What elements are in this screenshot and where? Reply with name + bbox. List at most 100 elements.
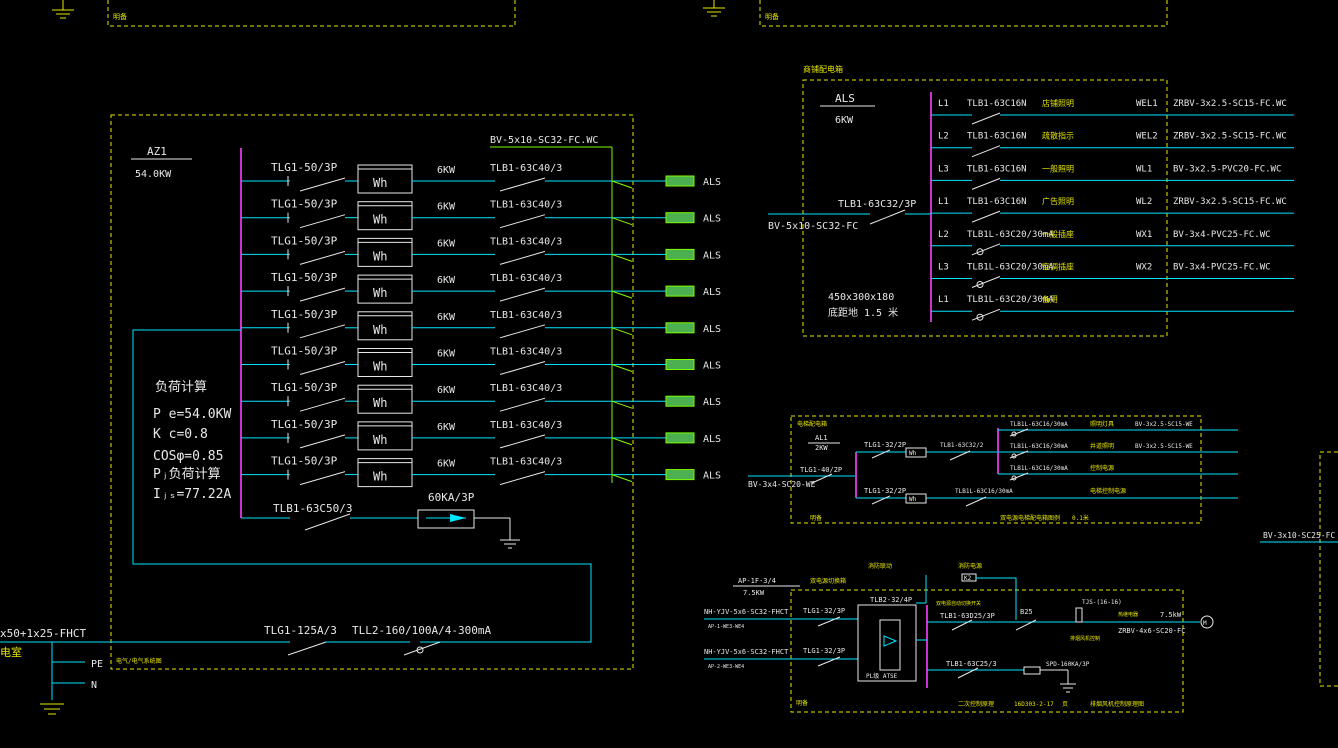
az1-row-meter-label: Wh (373, 360, 387, 374)
ap-relay: K2 (964, 575, 972, 582)
ap-spd-breaker: TLB1-63C25/3 (946, 660, 997, 668)
az1-power: 54.0KW (135, 169, 172, 180)
al1-meter-b (905, 493, 927, 504)
als-circuit-id: WL2 (1136, 197, 1152, 207)
az1-row-out-breaker: TLB1-63C40/3 (490, 200, 562, 211)
az1-row-load: 6KW (437, 312, 456, 323)
load-calc-title: 负荷计算 (155, 380, 207, 395)
az1-incoming-cable: BV-5x10-SC32-FC.WC (490, 135, 598, 146)
ap-contact: B25 (1020, 608, 1033, 616)
al1-meter-a-label: Wh (909, 450, 917, 457)
az1-row-out-breaker: TLB1-63C40/3 (490, 236, 562, 247)
az1-row-breaker-label: TLG1-50/3P (271, 234, 338, 247)
als-circuit-phase: L3 (938, 263, 949, 273)
az1-row-meter-label: Wh (373, 396, 387, 410)
az1-row-breaker-label: TLG1-50/3P (271, 455, 338, 468)
als-circuit-use: 店铺照明 (1042, 98, 1074, 108)
al1-power: 2KW (815, 444, 828, 452)
az1-row-out-switch (499, 324, 546, 339)
az1-row-load: 6KW (437, 459, 456, 470)
az1-row-pe-link (611, 474, 633, 483)
als-circuit-id: WEL1 (1136, 99, 1158, 109)
az1-row-meter (357, 311, 413, 341)
als-circuit-cable: BV-3x4-PVC25-FC.WC (1173, 263, 1271, 273)
als-circuit-cable: BV-3x4-PVC25-FC.WC (1173, 230, 1271, 240)
ap-thermal-relay (1075, 607, 1083, 623)
az1-row-out-breaker: TLB1-63C40/3 (490, 163, 562, 174)
az1-name: AZ1 (147, 145, 167, 158)
az1-row-target-label: ALS (703, 397, 721, 408)
az1-row-meter (357, 201, 413, 231)
az1-row-out-switch (499, 177, 546, 192)
az1-row-target-label: ALS (703, 361, 721, 372)
ap-out-cable: ZRBV-4x6-SC20-FC (1118, 627, 1185, 635)
az1-row-meter (357, 237, 413, 267)
az1-row-breaker-switch (299, 434, 346, 449)
al1-sub-breaker-b: TLB1L-63C16/30mA (955, 488, 1013, 495)
top-right-note: 明备 (765, 12, 779, 21)
als-circuit-use: 备用 (1042, 294, 1058, 304)
az1-row-pe-link (611, 364, 633, 372)
az1-row-out-switch (499, 287, 546, 302)
az1-row-target-box (665, 175, 695, 187)
az1-row-meter (357, 384, 413, 414)
az1-row-target-label: ALS (703, 250, 721, 261)
az1-row-breaker-label: TLG1-50/3P (271, 345, 338, 358)
als-box-size: 450x300x180 (828, 292, 894, 303)
al1-branch-use: 控制电源 (1090, 464, 1114, 472)
az1-row-load: 6KW (437, 238, 456, 249)
ap-ground-symbol (1060, 683, 1076, 693)
ap-out-breaker: TLB1-63D25/3P (940, 612, 995, 620)
top-left-note: 明备 (113, 12, 127, 21)
az1-row-breaker-switch (299, 177, 346, 192)
load-calc-pj: Pⱼ负荷计算 (153, 467, 221, 482)
als-circuit-use: 广告照明 (1042, 196, 1074, 206)
ap-spd-label: SPD-160KA/3P (1046, 661, 1090, 668)
az1-row-target-label: ALS (703, 471, 721, 482)
al1-meter-a (905, 447, 927, 458)
az1-row-out-switch (499, 361, 546, 375)
load-calc-ijs: Iⱼₛ=77.22A (153, 487, 231, 502)
als-circuit-id: WL1 (1136, 164, 1152, 174)
al1-breaker-a: TLG1-32/2P (864, 441, 906, 449)
ap-footer-mid2: 16D303-2-17 (1014, 701, 1054, 708)
az1-row-target-label: ALS (703, 324, 721, 335)
als-name: ALS (835, 92, 855, 105)
als-circuit-phase: L1 (938, 99, 949, 109)
als-circuit-breaker: TLB1L-63C20/30mA (967, 295, 1054, 305)
az1-row-meter-label: Wh (373, 213, 387, 227)
load-calc-cos: COSφ=0.85 (153, 449, 223, 464)
als-circuit-use: 一般插座 (1042, 229, 1074, 239)
right-edge-frame (1319, 451, 1338, 687)
ap-footer-left: 明备 (796, 699, 808, 707)
al1-branch-rcd-mark (1011, 453, 1017, 459)
als-incoming-cable: BV-5x10-SC32-FC (768, 221, 858, 232)
az1-row-breaker-switch (299, 287, 346, 302)
als-circuit-rcd-mark (976, 248, 984, 256)
ap-ats: TLB2-32/4P (870, 596, 912, 604)
ap-feeder1: NH-YJV-5x6-SC32-FHCT (704, 608, 789, 616)
als-circuit-breaker: TLB1L-63C20/30mA (967, 230, 1054, 240)
als-circuit-breaker: TLB1-63C16N (967, 99, 1027, 109)
az1-row-out-breaker: TLB1-63C40/3 (490, 420, 562, 431)
ap-relay-note: 热继电器 (1118, 611, 1138, 618)
al1-sub-breaker-a: TLB1-63C32/2 (940, 442, 984, 449)
als-install-height: 底距地 1.5 米 (828, 306, 898, 319)
az1-row-out-switch (499, 471, 546, 486)
als-circuit-switch (971, 112, 1001, 125)
al1-frame (790, 415, 1202, 524)
az1-row-out-switch (499, 214, 546, 229)
ground-symbol-top-left (52, 0, 74, 19)
al1-branch-breaker: TLB1L-63C16/30mA (1010, 443, 1068, 450)
ap-out-note: 排烟风机控制 (1070, 635, 1100, 642)
az1-row-meter (357, 348, 413, 377)
az1-row-meter (357, 164, 413, 194)
al1-footer-mid: 双电源电梯配电箱图例 (1000, 514, 1060, 522)
ap-motor-label: M (1203, 620, 1207, 627)
az1-row-target-label: ALS (703, 177, 721, 188)
az1-row-breaker-label: TLG1-50/3P (271, 308, 338, 321)
als-circuit-rcd-mark (976, 281, 984, 288)
az1-row-target-label: ALS (703, 214, 721, 225)
right-edge-cable: BV-3x10-SC25-FC (1263, 531, 1335, 540)
